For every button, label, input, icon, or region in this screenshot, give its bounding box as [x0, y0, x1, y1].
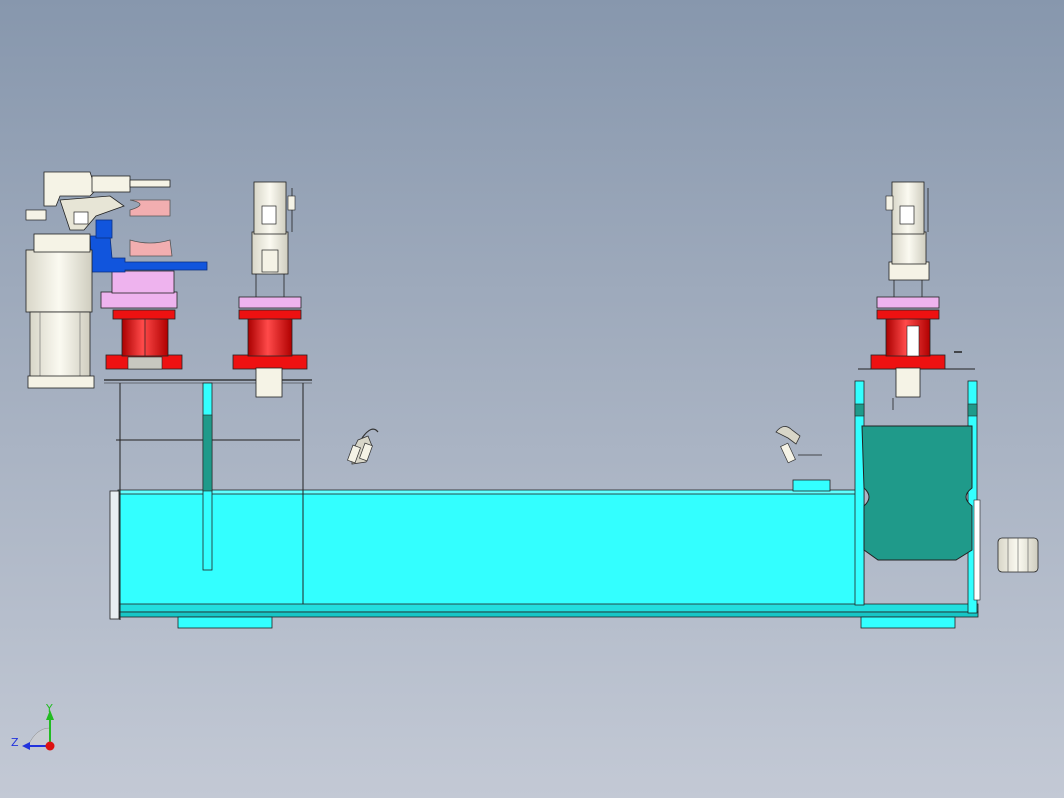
- cylinder-1-base-insert: [127, 356, 163, 370]
- right-support-stand[interactable]: [854, 351, 981, 614]
- foot-left: [177, 616, 273, 629]
- floating-part-1[interactable]: [347, 428, 379, 465]
- cylinder-1-cap: [112, 309, 176, 320]
- right-post-left: [854, 380, 865, 606]
- base-frame-body: [117, 490, 865, 609]
- triad-z-arrow: [22, 742, 30, 750]
- left-actuator-assembly[interactable]: [25, 171, 171, 389]
- triad-y-arrow: [46, 710, 54, 720]
- foot-right: [860, 616, 956, 629]
- actuator-cylinder: [29, 311, 91, 379]
- actuator-head: [43, 171, 97, 207]
- base-frame-left-end: [109, 490, 120, 620]
- orientation-triad[interactable]: Y Z: [11, 702, 55, 751]
- triad-x-axis-dot: [45, 741, 55, 751]
- clamp-cylinder-2[interactable]: [232, 181, 308, 398]
- base-frame[interactable]: [109, 479, 979, 629]
- actuator-housing: [25, 249, 93, 313]
- left-stand-post-dark: [202, 414, 213, 492]
- base-frame-bottom-edge: [117, 611, 979, 618]
- base-frame-top-edge: [117, 489, 865, 495]
- locator-tab: [792, 479, 831, 492]
- teal-clamp-plate: [861, 425, 973, 561]
- right-post-right: [967, 380, 978, 614]
- clamp-cylinder-1[interactable]: [100, 270, 183, 370]
- blue-clamp-arm[interactable]: [89, 219, 208, 273]
- cylinder-1-plate-upper: [111, 270, 175, 294]
- pink-pad-lower: [129, 239, 173, 257]
- cylinder-2-rod: [255, 367, 283, 398]
- floating-part-2[interactable]: [775, 426, 822, 464]
- triad-z-label: Z: [11, 736, 19, 749]
- actuator-link: [59, 195, 125, 231]
- left-support-stand[interactable]: [104, 379, 312, 620]
- clamp-cylinder-3[interactable]: [870, 181, 946, 398]
- cylinder-1-plate: [100, 291, 178, 309]
- end-fitting[interactable]: [997, 537, 1039, 573]
- base-frame-bottom-rail: [117, 603, 979, 613]
- triad-y-label: Y: [45, 702, 53, 715]
- pink-pad-upper: [129, 199, 171, 217]
